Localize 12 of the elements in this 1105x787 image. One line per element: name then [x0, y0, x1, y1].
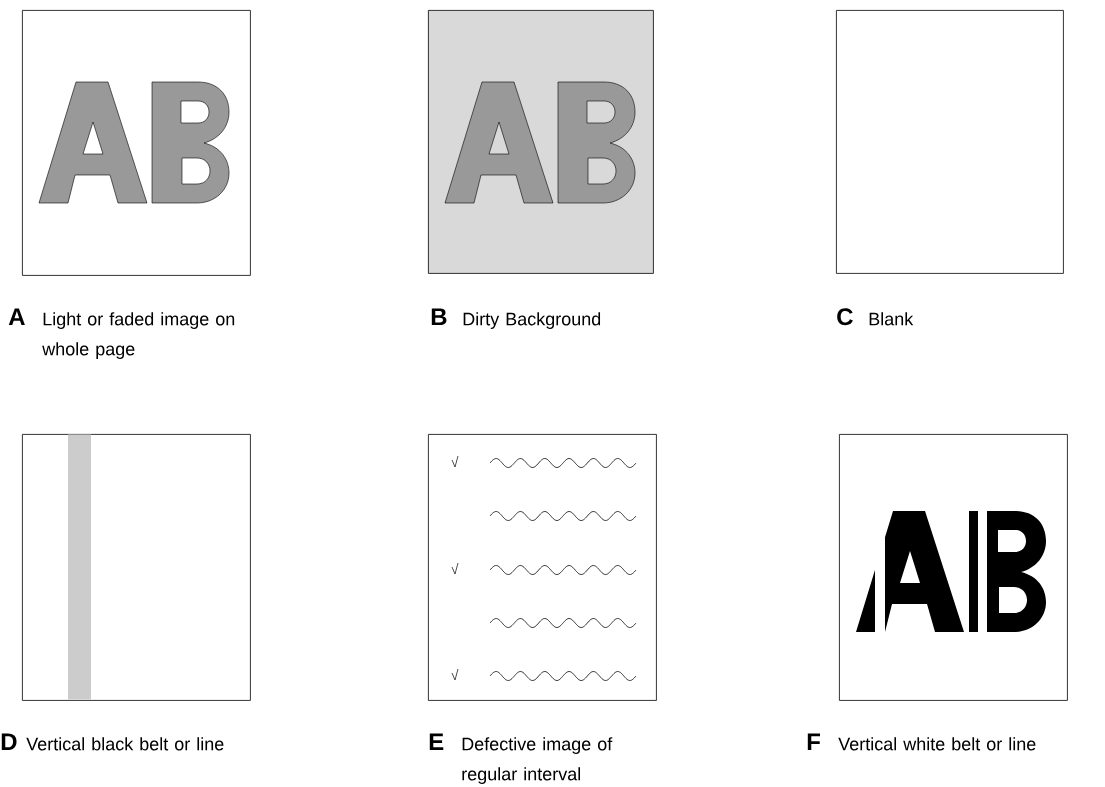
panel-letter: A: [8, 308, 25, 325]
panel-letter: B: [431, 308, 447, 325]
panel-letter: D: [1, 733, 17, 750]
panel-letter: C: [837, 308, 853, 326]
panel-label: Vertical black belt or line: [26, 737, 224, 751]
panel-label: Light or faded image on whole page: [42, 312, 235, 359]
panel-label: Blank: [869, 312, 914, 326]
panel-letter: F: [807, 733, 820, 750]
panel-label: Vertical white belt or line: [838, 737, 1036, 751]
panel-label: Dirty Background: [463, 312, 601, 329]
panel-label: Defective image of regular interval: [462, 737, 613, 784]
panel-letter: E: [429, 733, 444, 750]
